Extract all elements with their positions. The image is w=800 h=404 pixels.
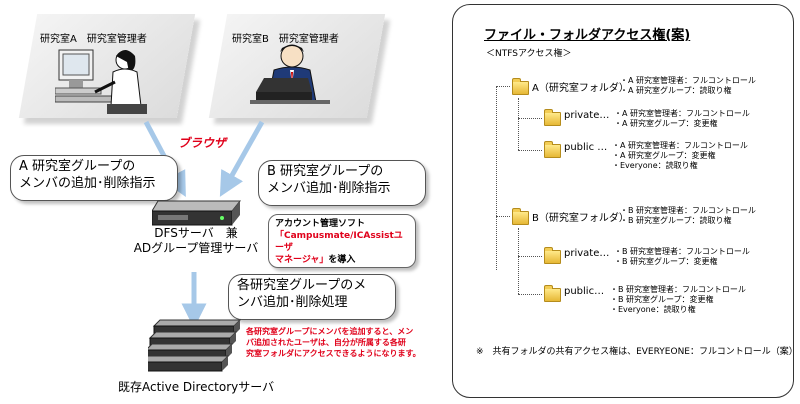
ad-server-label: 既存Active Directoryサーバ (118, 380, 275, 394)
folder-label-a-private: private… (564, 110, 610, 121)
panel-subtitle: ＜NTFSアクセス権＞ (486, 49, 572, 59)
callout-lab-b: B 研究室グループの メンバ追加･削除指示 (258, 160, 426, 206)
panel-title: ファイル・フォルダアクセス権(案) (484, 28, 691, 43)
dfs-server-icon (152, 200, 242, 226)
folder-label-b: B（研究室フォルダ） (532, 213, 629, 224)
user-a-label: 研究室A 研究室管理者 (40, 34, 147, 45)
folder-label-b-public: public… (564, 286, 605, 297)
user-b-illustration (250, 44, 330, 104)
folder-icon-a-public (544, 141, 561, 158)
access-rights-panel (452, 4, 794, 398)
folder-perms-a-public: ・A 研究室管理者：フルコントロール ・A 研究室グループ：変更権 ・Every… (612, 141, 748, 170)
folder-label-a: A（研究室フォルダ） (532, 83, 629, 94)
user-b-label: 研究室B 研究室管理者 (232, 34, 339, 45)
folder-icon-b-private (544, 247, 561, 264)
folder-perms-b: ・B 研究室管理者：フルコントロール ・B 研究室グループ：読取り権 (620, 206, 756, 225)
folder-label-a-public: public … (564, 142, 608, 153)
folder-perms-b-private: ・B 研究室管理者：フルコントロール ・B 研究室グループ：変更権 (614, 247, 750, 266)
user-a-illustration (55, 49, 147, 114)
dfs-server-label: DFSサーバ 兼 ADグループ管理サーバ (133, 226, 259, 255)
ad-server-icon (148, 319, 242, 372)
folder-perms-a-private: ・A 研究室管理者：フルコントロール ・A 研究室グループ：変更権 (614, 109, 750, 128)
folder-icon-a-private (544, 109, 561, 126)
membership-note: 各研究室グループにメンバを追加すると、メン バ追加されたユーザは、自分が所属する… (246, 327, 421, 358)
callout-process: 各研究室グループのメ ンバ追加･削除処理 (228, 274, 396, 320)
folder-perms-a: ・A 研究室管理者：フルコントロール ・A 研究室グループ：読取り権 (620, 76, 756, 95)
callout-lab-a: A 研究室グループの メンバの追加･削除指示 (10, 155, 178, 201)
folder-icon-b-public (544, 285, 561, 302)
software-callout: アカウント管理ソフト 「Campusmate/ICAssistユーザ マネージャ… (268, 214, 416, 268)
folder-perms-b-public: ・B 研究室管理者：フルコントロール ・B 研究室グループ：変更権 ・Every… (610, 285, 746, 314)
folder-icon-a (512, 78, 529, 95)
folder-icon-b (512, 208, 529, 225)
share-footnote: ※ 共有フォルダの共有アクセス権は、EVERYEONE：フルコントロール（案） (476, 347, 798, 357)
folder-label-b-private: private… (564, 248, 610, 259)
browser-label: ブラウザ (178, 136, 227, 150)
